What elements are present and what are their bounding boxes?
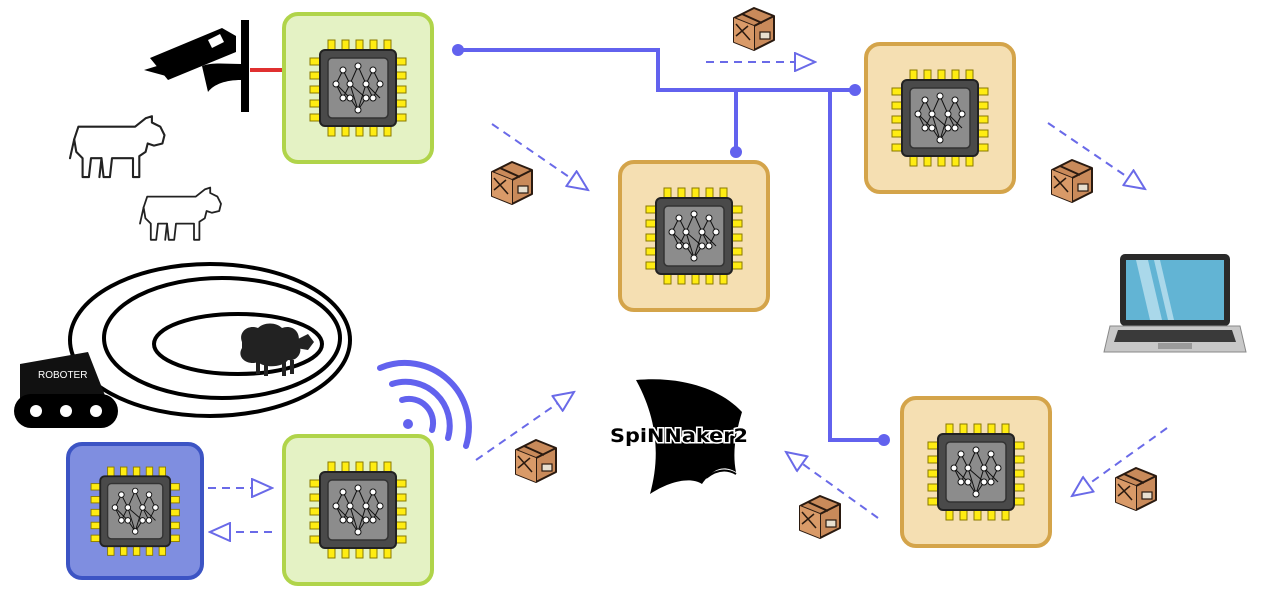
robot-vehicle-icon: ROBOTER	[14, 352, 118, 428]
flow-arrow	[475, 392, 574, 461]
package-icon	[1051, 159, 1093, 203]
flow-arrow	[1047, 122, 1145, 189]
node-robot-blue	[66, 442, 204, 580]
package-icon	[515, 439, 557, 483]
data-flow-arrows	[208, 62, 1168, 532]
node-bottom-right-orange	[900, 396, 1052, 548]
processor-chip-icon	[309, 39, 407, 137]
processor-chip-icon	[90, 466, 181, 557]
wire-port-dot	[452, 44, 464, 56]
cow-icon	[139, 186, 222, 241]
package-icon	[733, 7, 775, 51]
node-robot-green	[282, 434, 434, 586]
laptop-icon	[1103, 254, 1247, 353]
wire-port-dot	[878, 434, 890, 446]
wired-network	[458, 48, 884, 442]
node-camera-green	[282, 12, 434, 164]
spinnaker2-logo: SpiNNaker2	[609, 379, 750, 494]
processor-chip-icon	[927, 423, 1025, 521]
flow-arrow	[786, 452, 879, 519]
wire-junctions	[452, 44, 890, 446]
processor-chip-icon	[309, 461, 407, 559]
logo-text: SpiNNaker2	[610, 425, 748, 447]
processor-chip-icon	[645, 187, 743, 285]
robot-label: ROBOTER	[38, 370, 87, 381]
package-icon	[491, 161, 533, 205]
node-center-orange	[618, 160, 770, 312]
wire-port-dot	[849, 84, 861, 96]
node-top-right-orange	[864, 42, 1016, 194]
cow-icon	[68, 115, 166, 179]
wire-port-dot	[730, 146, 742, 158]
processor-chip-icon	[891, 69, 989, 167]
wifi-icon	[377, 359, 472, 449]
sheep-icon	[240, 323, 314, 376]
package-icon	[799, 495, 841, 539]
flow-arrow	[1072, 427, 1168, 496]
enclosure-rings	[68, 262, 352, 418]
security-camera-icon	[144, 20, 284, 112]
wire-trunk	[458, 48, 855, 92]
wire-to-bottom-right-node	[828, 90, 884, 442]
package-icon	[1115, 467, 1157, 511]
flow-arrow	[491, 123, 588, 190]
